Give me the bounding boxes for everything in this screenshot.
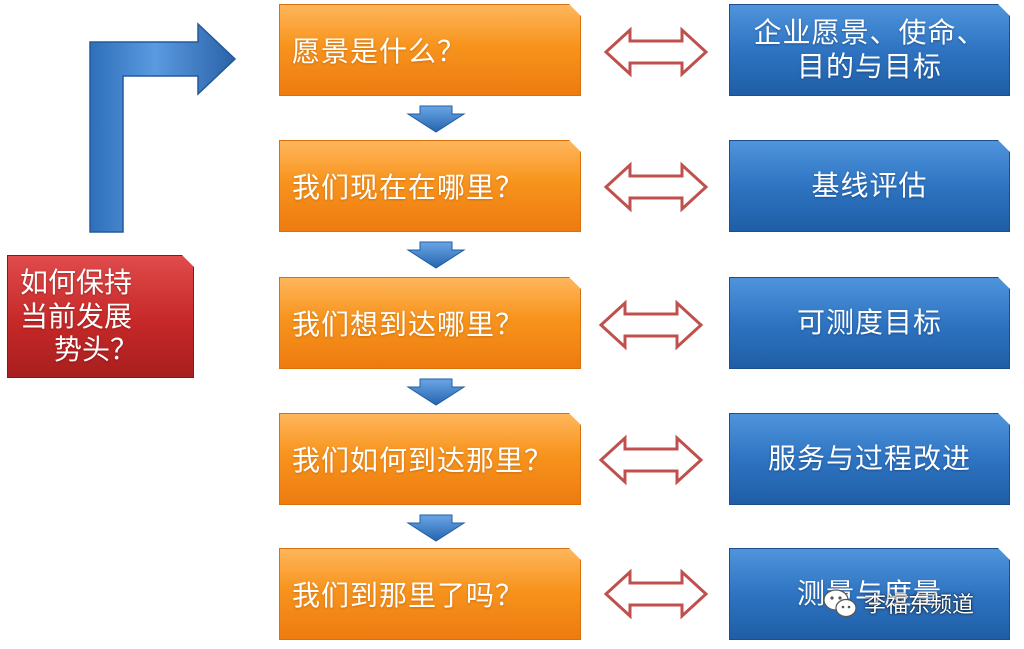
answer-box-baseline: 基线评估 (729, 140, 1010, 232)
answer-label: 服务与过程改进 (767, 441, 971, 475)
answer-box-measurable: 可测度目标 (729, 277, 1010, 369)
answer-box-measurement: 测量与度量 (729, 548, 1010, 640)
double-arrow-4 (598, 434, 704, 486)
double-arrow-3 (598, 299, 704, 351)
left-box-line-2: 当前发展 (20, 299, 133, 333)
down-arrow-3 (406, 378, 466, 406)
question-box-vision: 愿景是什么？ (279, 4, 581, 96)
left-box-line-3: 势头？ (54, 333, 139, 367)
question-label: 愿景是什么？ (292, 35, 467, 68)
watermark: 李福东频道 (822, 583, 1012, 623)
answer-label: 基线评估 (811, 168, 928, 202)
question-label: 我们想到达哪里？ (292, 308, 525, 341)
question-label: 我们到那里了吗？ (292, 579, 525, 612)
down-arrow-1 (406, 105, 466, 133)
down-arrow-2 (406, 241, 466, 269)
answer-label: 可测度目标 (796, 305, 942, 339)
double-arrow-2 (603, 161, 709, 213)
question-box-how: 我们如何到达那里？ (279, 413, 581, 505)
double-arrow-5 (603, 568, 709, 620)
answer-box-improvement: 服务与过程改进 (729, 413, 1010, 505)
watermark-text: 李福东频道 (864, 593, 975, 618)
answer-box-vision: 企业愿景、使命、目的与目标 (729, 4, 1010, 96)
question-box-current: 我们现在在哪里？ (279, 140, 581, 232)
down-arrow-4 (406, 514, 466, 542)
question-box-target: 我们想到达哪里？ (279, 277, 581, 369)
answer-label: 测量与度量 (796, 576, 942, 610)
loop-back-arrow (89, 22, 237, 233)
left-box-line-1: 如何保持 (20, 266, 133, 299)
wechat-icon (823, 589, 857, 618)
question-box-arrived: 我们到那里了吗？ (279, 548, 581, 640)
double-arrow-1 (603, 26, 709, 78)
question-label: 我们现在在哪里？ (292, 171, 525, 204)
answer-label: 企业愿景、使命、目的与目标 (753, 15, 986, 83)
question-label: 我们如何到达那里？ (292, 444, 554, 477)
sustain-momentum-box: 如何保持 当前发展 势头？ (7, 255, 194, 378)
